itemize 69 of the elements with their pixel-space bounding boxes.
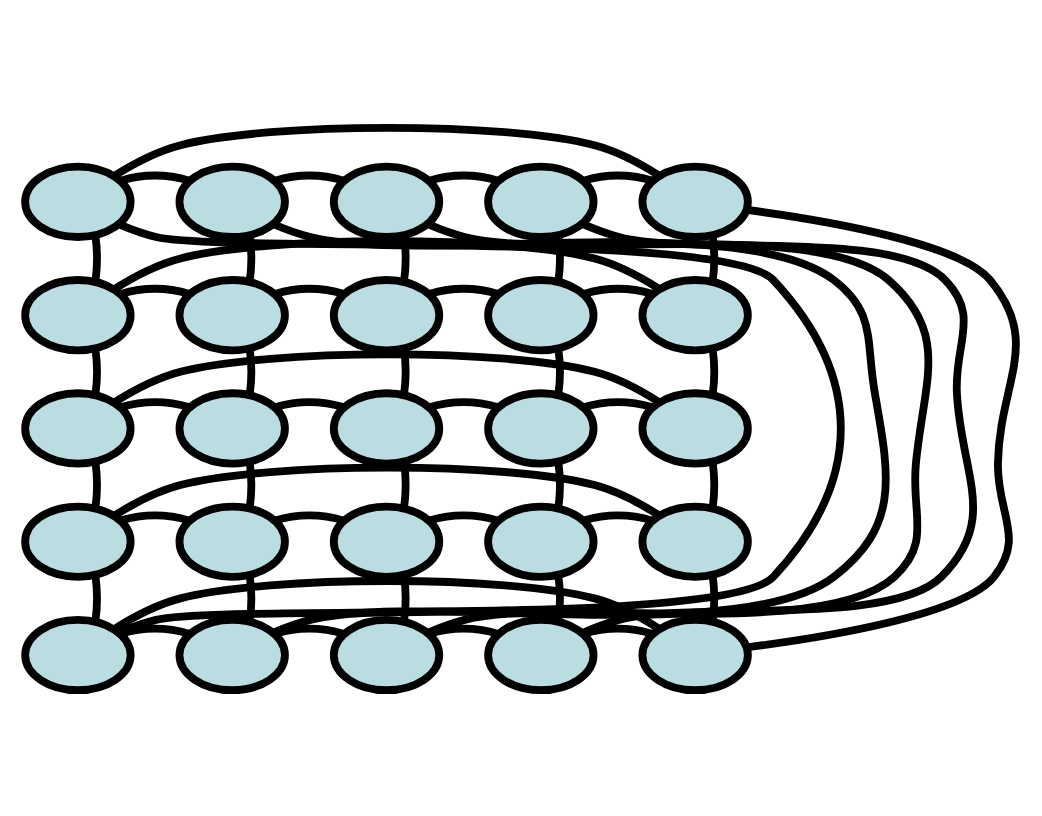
- connector: [272, 219, 890, 636]
- connector: [554, 573, 564, 621]
- node-ellipse: [175, 388, 289, 467]
- node-ellipse: [175, 501, 289, 580]
- connector: [582, 510, 654, 524]
- connector: [119, 397, 191, 411]
- connector: [273, 397, 345, 411]
- connector: [554, 347, 564, 395]
- connector: [245, 233, 256, 281]
- connector: [119, 283, 191, 297]
- connector: [273, 510, 345, 524]
- connector: [245, 347, 256, 395]
- node-ellipse: [638, 161, 752, 240]
- node-ellipse: [175, 275, 289, 354]
- node-ellipse: [484, 614, 598, 694]
- node-ellipse: [329, 614, 444, 694]
- node-ellipse: [21, 161, 135, 240]
- connector: [428, 623, 500, 637]
- connector: [708, 347, 719, 395]
- connector: [708, 233, 719, 281]
- node-ellipse: [484, 501, 598, 580]
- connector: [245, 460, 256, 508]
- node-ellipse: [638, 614, 752, 694]
- connector: [111, 122, 661, 179]
- node-ellipse: [329, 501, 444, 580]
- connector: [111, 349, 661, 405]
- connector: [91, 233, 101, 281]
- node-ellipse: [329, 161, 444, 240]
- node-ellipse: [638, 388, 752, 467]
- node-ellipse: [484, 275, 598, 354]
- node-ellipse: [175, 614, 289, 694]
- connector: [428, 170, 500, 184]
- connector: [746, 205, 1020, 651]
- connector: [111, 576, 661, 632]
- node-ellipse: [484, 388, 598, 467]
- node-ellipse: [21, 388, 135, 467]
- connector: [426, 219, 933, 636]
- node-ellipse: [21, 614, 135, 694]
- connector: [582, 397, 654, 411]
- node-ellipse: [21, 275, 135, 354]
- connector: [111, 462, 661, 519]
- node-ellipse: [638, 501, 752, 580]
- connector: [554, 460, 564, 508]
- connector: [582, 170, 654, 184]
- connector: [554, 233, 564, 281]
- connector: [119, 623, 191, 637]
- connector: [582, 283, 654, 297]
- connector: [428, 397, 500, 411]
- node-ellipse: [638, 275, 752, 354]
- connector: [273, 170, 345, 184]
- connector: [91, 460, 101, 508]
- connector: [245, 573, 256, 621]
- node-ellipse: [329, 388, 444, 467]
- connector: [119, 170, 191, 184]
- node-ellipse: [329, 275, 444, 354]
- connector: [708, 573, 719, 621]
- connector: [119, 510, 191, 524]
- node-ellipse: [175, 161, 289, 240]
- connector: [117, 219, 845, 636]
- connector: [91, 573, 101, 621]
- connector: [273, 283, 345, 297]
- connector: [428, 283, 500, 297]
- connector: [91, 347, 101, 395]
- connector: [580, 219, 977, 636]
- node-ellipse: [484, 161, 598, 240]
- connector: [111, 236, 661, 292]
- node-ellipse: [21, 501, 135, 580]
- connector: [708, 460, 719, 508]
- connector: [428, 510, 500, 524]
